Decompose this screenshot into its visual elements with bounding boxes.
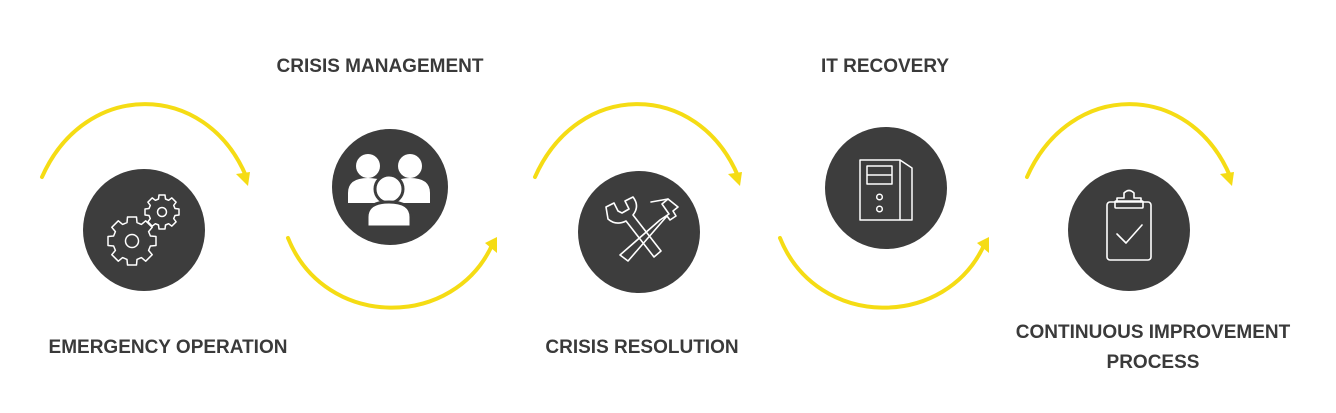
- arrow-arc-1: [40, 102, 250, 186]
- gears-icon: [107, 194, 180, 266]
- step-label-line: CRISIS RESOLUTION: [545, 337, 739, 358]
- step-label-emergency-operation: EMERGENCY OPERATION: [18, 333, 318, 363]
- step-label-crisis-resolution: CRISIS RESOLUTION: [492, 333, 792, 363]
- step-label-line: EMERGENCY OPERATION: [48, 337, 288, 358]
- arrow-arc-2: [286, 236, 497, 310]
- step-label-continuous-improvement: CONTINUOUS IMPROVEMENT PROCESS: [983, 318, 1323, 378]
- step-label-line: PROCESS: [1106, 352, 1200, 373]
- people-group-icon: [348, 154, 430, 229]
- step-label-line: CRISIS MANAGEMENT: [276, 56, 484, 77]
- step-crisis-management: [332, 129, 448, 245]
- step-label-it-recovery: IT RECOVERY: [735, 52, 1035, 82]
- step-label-line: IT RECOVERY: [820, 56, 950, 77]
- step-it-recovery: [825, 127, 947, 249]
- step-label-crisis-management: CRISIS MANAGEMENT: [230, 52, 530, 82]
- server-tower-icon: [859, 159, 913, 221]
- clipboard-check-icon: [1106, 189, 1152, 261]
- arrow-arc-4: [778, 236, 989, 310]
- step-emergency-operation: [83, 169, 205, 291]
- arrow-arc-3: [533, 102, 742, 186]
- step-continuous-improvement: [1068, 169, 1190, 291]
- step-crisis-resolution: [578, 171, 700, 293]
- arrow-arc-5: [1025, 102, 1234, 186]
- wrench-hammer-icon: [605, 196, 679, 262]
- step-label-line: CONTINUOUS IMPROVEMENT: [1015, 322, 1291, 343]
